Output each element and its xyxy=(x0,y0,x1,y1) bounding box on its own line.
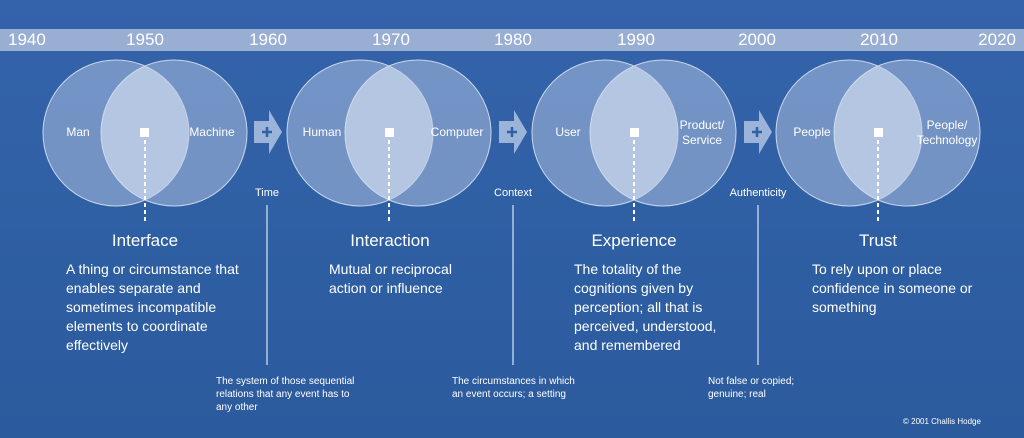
venn-overlap xyxy=(345,60,433,206)
square-marker-icon xyxy=(630,128,639,137)
year-label: 1980 xyxy=(494,30,532,49)
square-marker-icon xyxy=(140,128,149,137)
circle-label-right: Machine xyxy=(189,125,235,139)
transition-definition: The circumstances in which an event occu… xyxy=(452,376,575,400)
stage-title: Trust xyxy=(858,231,898,250)
stage-description: A thing or circumstance that enables sep… xyxy=(66,261,239,353)
circle-label-left: People xyxy=(793,125,831,139)
square-marker-icon xyxy=(385,128,394,137)
venn-right-circle xyxy=(100,59,248,207)
stage-title: Interaction xyxy=(350,231,430,250)
stage-description: Mutual or reciprocal action or influence xyxy=(329,261,452,296)
transition-label: Authenticity xyxy=(729,187,787,199)
venn-right-circle xyxy=(344,59,492,207)
venn-stage-trust xyxy=(775,59,981,222)
circle-label-right: People/ Technology xyxy=(916,118,978,147)
venn-stage-interface xyxy=(42,59,248,222)
venn-overlap xyxy=(590,60,678,206)
transition-label: Context xyxy=(494,187,532,199)
transition-arrow-context xyxy=(499,110,527,365)
year-label: 2010 xyxy=(860,30,898,49)
copyright-notice: © 2001 Challis Hodge xyxy=(903,417,981,426)
year-label: 1950 xyxy=(126,30,164,49)
transition-arrow-time xyxy=(254,110,282,365)
square-marker-icon xyxy=(874,128,883,137)
venn-right-circle xyxy=(833,59,981,207)
circle-label-right: Product/ Service xyxy=(679,118,725,147)
year-label: 1990 xyxy=(617,30,655,49)
transition-label: Time xyxy=(254,187,280,199)
year-label: 2020 xyxy=(978,30,1016,49)
plus-icon xyxy=(752,127,762,137)
venn-overlap xyxy=(101,60,189,206)
stage-title: Interface xyxy=(111,231,179,250)
stage-description: To rely upon or place confidence in some… xyxy=(812,261,973,315)
year-label: 1970 xyxy=(372,30,410,49)
transition-definition: The system of those sequential relations… xyxy=(216,376,355,413)
plus-icon xyxy=(507,127,517,137)
transition-arrow-authenticity xyxy=(744,110,772,365)
year-label: 1960 xyxy=(249,30,287,49)
venn-stage-experience xyxy=(531,59,737,222)
venn-overlap xyxy=(834,60,922,206)
transition-definition: Not false or copied; genuine; real xyxy=(708,376,795,400)
year-label: 2000 xyxy=(738,30,776,49)
plus-icon xyxy=(262,127,272,137)
timeline-bar xyxy=(0,29,1024,51)
year-label: 1940 xyxy=(8,30,46,49)
venn-stage-interaction xyxy=(286,59,492,222)
stage-title: Experience xyxy=(591,231,677,250)
venn-right-circle xyxy=(589,59,737,207)
circle-label-left: Human xyxy=(302,125,342,139)
stage-description: The totality of the cognitions given by … xyxy=(574,261,717,353)
circle-label-left: Man xyxy=(66,125,90,139)
circle-label-left: User xyxy=(555,125,581,139)
circle-label-right: Computer xyxy=(430,125,484,139)
